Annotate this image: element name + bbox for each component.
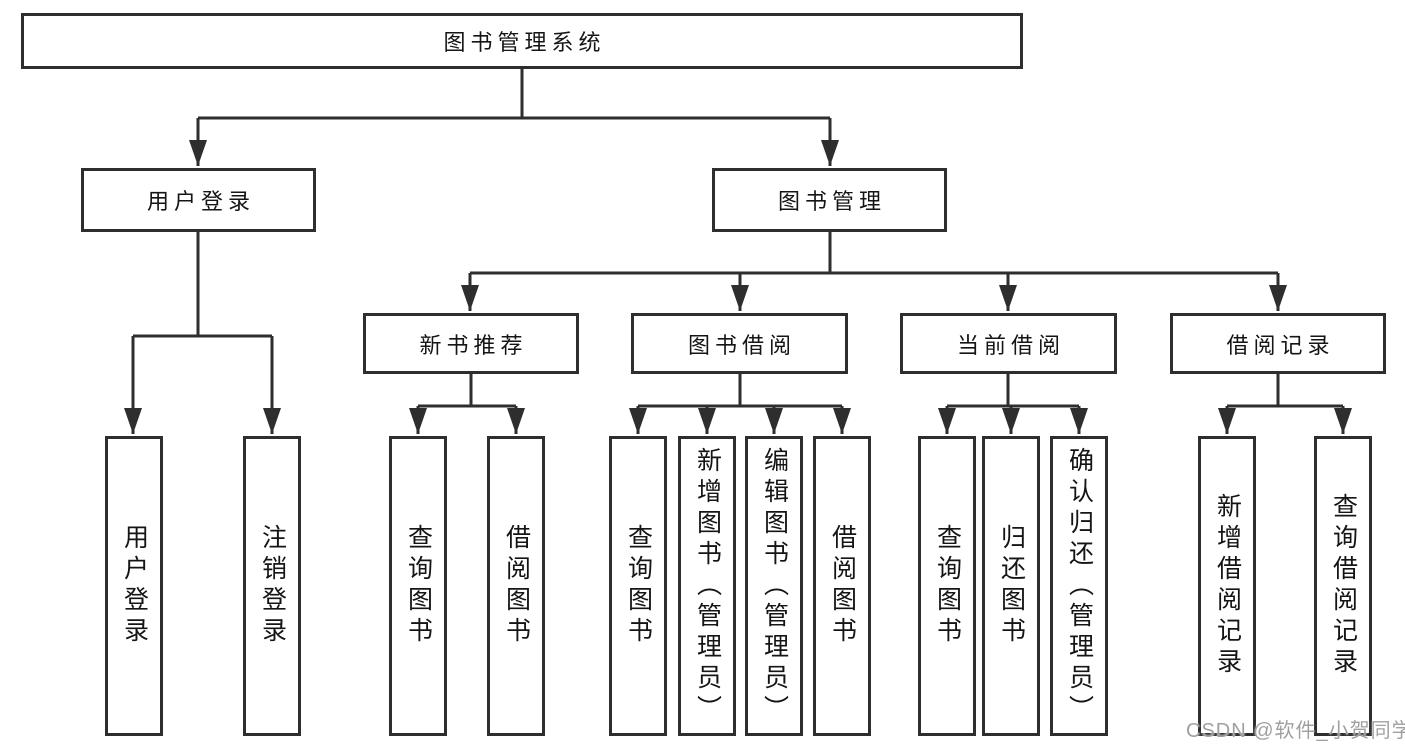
leaf-label: 查询图书: [933, 524, 962, 648]
node-label: 借阅记录: [1226, 332, 1335, 358]
node-borrow-records: 借阅记录: [1170, 313, 1386, 374]
leaf-label: 归还图书: [997, 524, 1026, 648]
leaf-label: 查询图书: [404, 524, 433, 648]
node-label: 图书借阅: [687, 332, 796, 358]
branch-current-borrow: [947, 374, 1079, 408]
leaf-label: 借阅图书: [828, 524, 857, 648]
leaf-add-borrow-record: 新增借阅记录: [1198, 436, 1256, 736]
leaf-return-books: 归还图书: [982, 436, 1040, 736]
node-user-login: 用户登录: [81, 168, 316, 232]
leaf-label: 编辑图书（管理员）: [760, 446, 789, 726]
node-label: 用户登录: [146, 189, 255, 214]
leaf-borrow-books: 借阅图书: [487, 436, 545, 736]
leaf-query-borrow-record: 查询借阅记录: [1314, 436, 1372, 736]
branch-new-book: [418, 374, 516, 408]
leaf-label: 用户登录: [120, 524, 149, 648]
node-book-management: 图书管理: [712, 168, 947, 232]
watermark-text: CSDN @软件_小贺同学: [1186, 720, 1405, 742]
node-new-book-recommend: 新书推荐: [363, 313, 579, 374]
leaf-query-books: 查询图书: [389, 436, 447, 736]
leaf-label: 确认归还（管理员）: [1065, 446, 1094, 726]
node-current-borrow: 当前借阅: [900, 313, 1117, 374]
branch-user-login: [133, 232, 272, 338]
leaf-logout: 注销登录: [243, 436, 301, 736]
node-label: 当前借阅: [956, 332, 1065, 358]
leaf-label: 新增图书（管理员）: [693, 446, 722, 726]
leaf-label: 查询借阅记录: [1329, 493, 1358, 679]
leaf-label: 查询图书: [624, 524, 653, 648]
leaf-query-books: 查询图书: [609, 436, 667, 736]
leaf-label: 借阅图书: [502, 524, 531, 648]
node-label: 新书推荐: [419, 332, 528, 358]
branch-root: [198, 69, 830, 120]
branch-book-borrow: [638, 374, 842, 408]
leaf-query-books: 查询图书: [918, 436, 976, 736]
node-label: 图书管理系统: [443, 30, 606, 55]
node-label: 图书管理: [777, 189, 886, 214]
leaf-borrow-books: 借阅图书: [813, 436, 871, 736]
branch-borrow-records: [1227, 374, 1343, 408]
node-book-borrow: 图书借阅: [631, 313, 848, 374]
node-library-system: 图书管理系统: [21, 13, 1023, 69]
leaf-edit-books-admin: 编辑图书（管理员）: [745, 436, 803, 736]
branch-book-management: [470, 232, 1278, 275]
leaf-label: 新增借阅记录: [1213, 493, 1242, 679]
leaf-user-login: 用户登录: [105, 436, 163, 736]
leaf-label: 注销登录: [258, 524, 287, 648]
leaf-confirm-return-admin: 确认归还（管理员）: [1050, 436, 1108, 736]
leaf-add-books-admin: 新增图书（管理员）: [678, 436, 736, 736]
